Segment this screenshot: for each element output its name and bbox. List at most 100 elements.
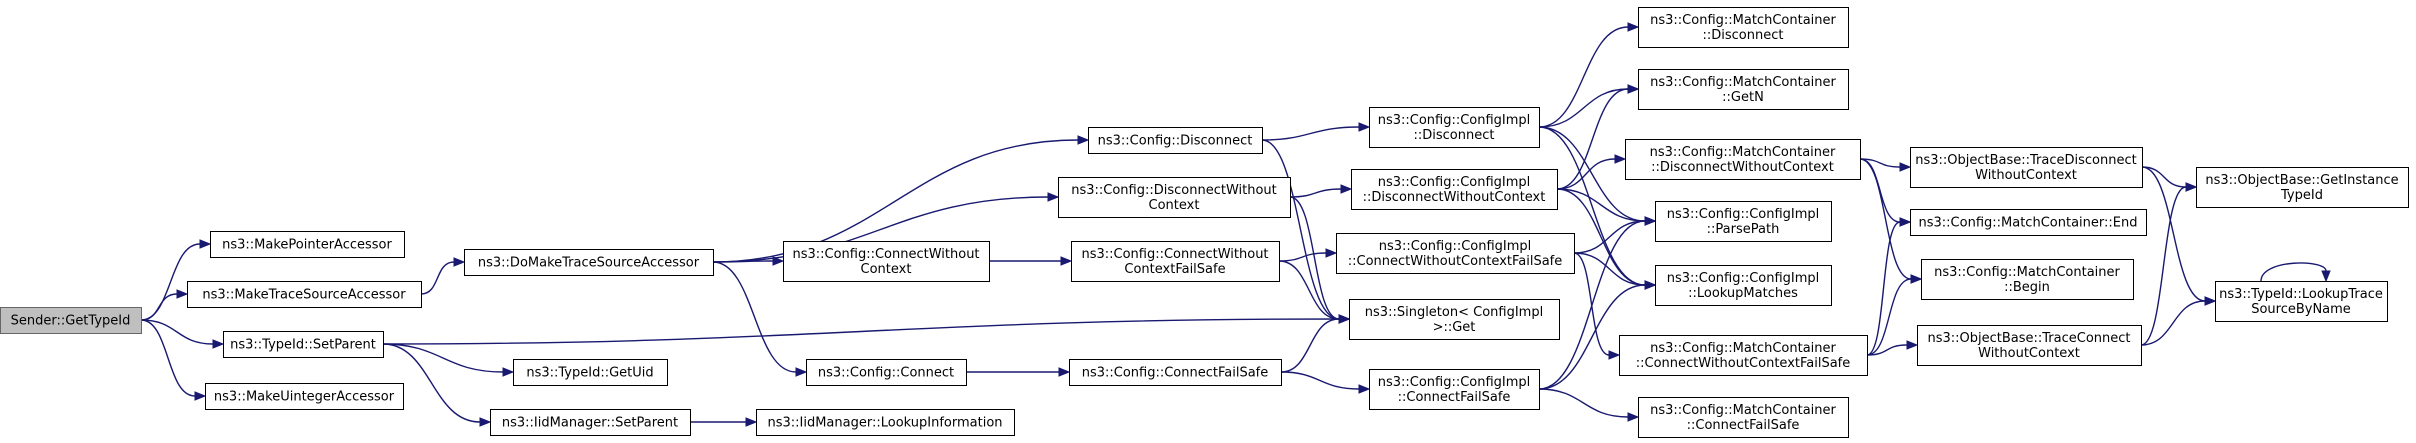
node-label: ns3::ObjectBase::TraceConnect [1927, 331, 2130, 346]
node-ns3-makeuintegeraccessor[interactable]: ns3::MakeUintegerAccessor [205, 383, 404, 410]
edge-line [1866, 278, 1912, 356]
edge-line [712, 139, 1079, 263]
node-ns3-config-connect[interactable]: ns3::Config::Connect [806, 359, 967, 386]
node-ns3-objectbase-tracedisconnect-withoutcontext[interactable]: ns3::ObjectBase::TraceDisconnectWithoutC… [1910, 147, 2143, 188]
node-box [490, 409, 691, 436]
node-label: ::DisconnectWithoutContext [1363, 190, 1546, 205]
node-label: ::Disconnect [1414, 128, 1495, 143]
node-label: ns3::ObjectBase::GetInstance [2205, 173, 2398, 188]
node-box [1625, 139, 1861, 180]
node-ns3-iidmanager-lookupinformation[interactable]: ns3::IidManager::LookupInformation [756, 409, 1015, 436]
node-ns3-domaketracesourceaccessor[interactable]: ns3::DoMakeTraceSourceAccessor [464, 249, 714, 276]
node-box [1638, 69, 1849, 110]
node-ns3-config-disconnectwithout-context[interactable]: ns3::Config::DisconnectWithoutContext [1058, 177, 1291, 218]
node-ns3-iidmanager-setparent[interactable]: ns3::IidManager::SetParent [490, 409, 691, 436]
node-box [1351, 169, 1558, 210]
node-ns3-config-configimpl-connectfailsafe[interactable]: ns3::Config::ConfigImpl::ConnectFailSafe [1369, 369, 1540, 410]
node-label: Context [1149, 198, 1200, 213]
edge-line [1538, 126, 1646, 286]
node-label: ns3::Config::Disconnect [1098, 134, 1253, 149]
edge-line [1556, 88, 1629, 190]
node-sender-gettypeid[interactable]: Sender::GetTypeId [0, 307, 142, 334]
node-ns3-config-matchcontainer-connectfailsafe[interactable]: ns3::Config::MatchContainer::ConnectFail… [1638, 397, 1849, 438]
node-label: ns3::Config::MatchContainer::End [1919, 216, 2138, 231]
node-ns3-objectbase-traceconnect-withoutcontext[interactable]: ns3::ObjectBase::TraceConnectWithoutCont… [1917, 325, 2142, 366]
node-box [1369, 369, 1540, 410]
edge-arrowhead [1627, 22, 1640, 32]
node-ns3-config-connectfailsafe[interactable]: ns3::Config::ConnectFailSafe [1069, 359, 1282, 386]
edge-n16-to-n21 [1556, 84, 1640, 190]
node-label: ::ConnectWithoutContextFailSafe [1636, 356, 1851, 371]
edge-arrowhead [1627, 84, 1640, 94]
node-label: ns3::DoMakeTraceSourceAccessor [478, 256, 700, 271]
node-box [1088, 127, 1263, 154]
edge-n32-to-n32 [2260, 262, 2331, 283]
node-ns3-makepointeraccessor[interactable]: ns3::MakePointerAccessor [210, 231, 405, 258]
edge-n16-to-n23 [1556, 188, 1657, 226]
node-label: ns3::Config::MatchContainer [1650, 75, 1836, 90]
node-ns3-config-matchcontainer-end[interactable]: ns3::Config::MatchContainer::End [1910, 209, 2147, 236]
node-ns3-typeid-getuid[interactable]: ns3::TypeId::GetUid [513, 359, 668, 386]
node-box [1336, 233, 1575, 274]
node-label: ns3::IidManager::SetParent [502, 416, 678, 431]
edge-line [1538, 220, 1646, 390]
node-label: ns3::Config::ConfigImpl [1378, 375, 1531, 390]
node-ns3-config-matchcontainer-disconnect[interactable]: ns3::Config::MatchContainer::Disconnect [1638, 7, 1849, 48]
node-ns3-config-disconnect[interactable]: ns3::Config::Disconnect [1088, 127, 1263, 154]
edge-line [382, 343, 481, 423]
node-box [464, 249, 714, 276]
node-label: Sender::GetTypeId [11, 314, 131, 329]
node-box [1619, 335, 1868, 376]
edge-n22-to-n27 [1859, 158, 1912, 172]
node-ns3-config-configimpl-disconnectwithoutcontext[interactable]: ns3::Config::ConfigImpl::DisconnectWitho… [1351, 169, 1558, 210]
node-ns3-config-configimpl-parsepath[interactable]: ns3::Config::ConfigImpl::ParsePath [1655, 201, 1832, 242]
edge-n30-to-n31 [2140, 182, 2198, 346]
node-ns3-config-matchcontainer-connectwithoutcontextfailsafe[interactable]: ns3::Config::MatchContainer::ConnectWith… [1619, 335, 1868, 376]
node-ns3-typeid-setparent[interactable]: ns3::TypeId::SetParent [223, 331, 384, 358]
node-label: ::ConnectFailSafe [1398, 390, 1511, 405]
edge-arrowhead [199, 239, 212, 249]
node-ns3-config-connectwithout-context[interactable]: ns3::Config::ConnectWithoutContext [783, 241, 990, 282]
edges-layer [140, 22, 2331, 427]
node-label: ::DisconnectWithoutContext [1651, 160, 1834, 175]
edge-line [140, 319, 214, 345]
edge-arrowhead [1358, 122, 1371, 132]
node-ns3-config-matchcontainer-disconnectwithoutcontext[interactable]: ns3::Config::MatchContainer::DisconnectW… [1625, 139, 1861, 180]
edge-line [1280, 371, 1360, 390]
edge-arrowhead [2185, 182, 2198, 192]
edge-n19-to-n24 [1538, 280, 1657, 390]
edge-line [1278, 260, 1340, 320]
node-ns3-config-matchcontainer-begin[interactable]: ns3::Config::MatchContainer::Begin [1921, 259, 2134, 300]
node-ns3-config-matchcontainer-getn[interactable]: ns3::Config::MatchContainer::GetN [1638, 69, 1849, 110]
edge-n3-to-n9 [382, 343, 492, 427]
edge-line [712, 260, 774, 263]
node-ns3-config-configimpl-lookupmatches[interactable]: ns3::Config::ConfigImpl::LookupMatches [1655, 265, 1832, 306]
edge-line [1859, 158, 1901, 168]
node-label: ns3::Config::ConfigImpl [1667, 207, 1820, 222]
edge-line [1289, 188, 1342, 198]
edge-arrowhead [479, 417, 492, 427]
edge-line [1556, 158, 1616, 190]
edge-n14-to-n18 [1280, 314, 1351, 373]
node-box [806, 359, 967, 386]
edge-arrowhead [1358, 384, 1371, 394]
edge-line [1859, 158, 1912, 280]
edge-n5-to-n12 [712, 192, 1060, 263]
edge-arrowhead [1644, 280, 1657, 290]
node-label: ns3::Config::ConnectWithout [1081, 247, 1268, 262]
edge-n17-to-n23 [1573, 216, 1657, 254]
node-box [756, 409, 1015, 436]
node-ns3-maketracesourceaccessor[interactable]: ns3::MakeTraceSourceAccessor [187, 281, 422, 308]
node-label: ns3::Config::MatchContainer [1650, 145, 1836, 160]
node-box [210, 231, 405, 258]
node-ns3-config-connectwithout-contextfailsafe[interactable]: ns3::Config::ConnectWithoutContextFailSa… [1071, 241, 1280, 282]
node-ns3-config-configimpl-connectwithoutcontextfailsafe[interactable]: ns3::Config::ConfigImpl::ConnectWithoutC… [1336, 233, 1575, 274]
edge-line [1280, 318, 1340, 373]
node-ns3-config-configimpl-disconnect[interactable]: ns3::Config::ConfigImpl::Disconnect [1369, 107, 1540, 148]
edge-n7-to-n14 [966, 367, 1071, 377]
edge-n25-to-n29 [1866, 274, 1923, 356]
node-ns3-singleton-configimpl-get[interactable]: ns3::Singleton< ConfigImpl >::Get [1349, 299, 1560, 340]
node-box [1058, 177, 1291, 218]
